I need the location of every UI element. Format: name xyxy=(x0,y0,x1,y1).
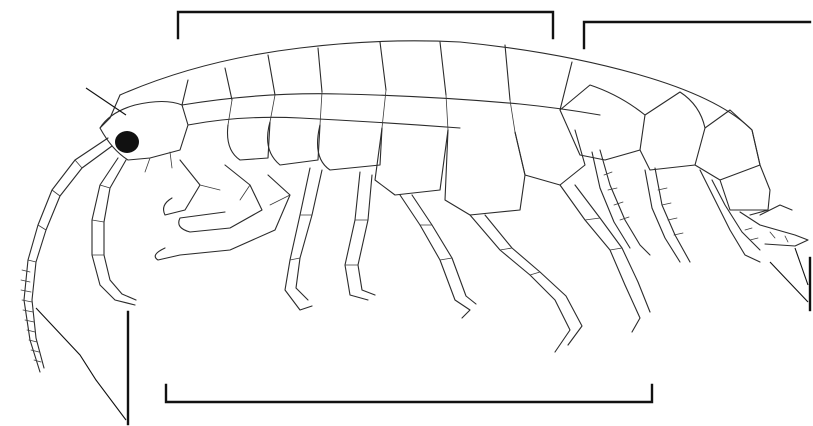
pereopods-bracket xyxy=(166,385,652,402)
pereon-bracket xyxy=(178,12,553,38)
head-leader-line xyxy=(86,88,126,115)
antennae xyxy=(21,138,136,372)
pleon-bracket xyxy=(584,22,810,48)
label-brackets xyxy=(36,12,810,424)
coxal-plates xyxy=(228,122,586,215)
eye-icon xyxy=(115,131,139,153)
body-outline xyxy=(100,41,770,215)
pleon-segments xyxy=(560,85,768,210)
urosome-leader-line-2 xyxy=(795,248,808,285)
uropods xyxy=(700,170,808,262)
gnathopods xyxy=(155,160,290,260)
pereopods xyxy=(285,168,650,352)
head xyxy=(100,102,188,173)
pereon-segments xyxy=(182,42,600,132)
antennae-leader-line xyxy=(36,308,126,420)
